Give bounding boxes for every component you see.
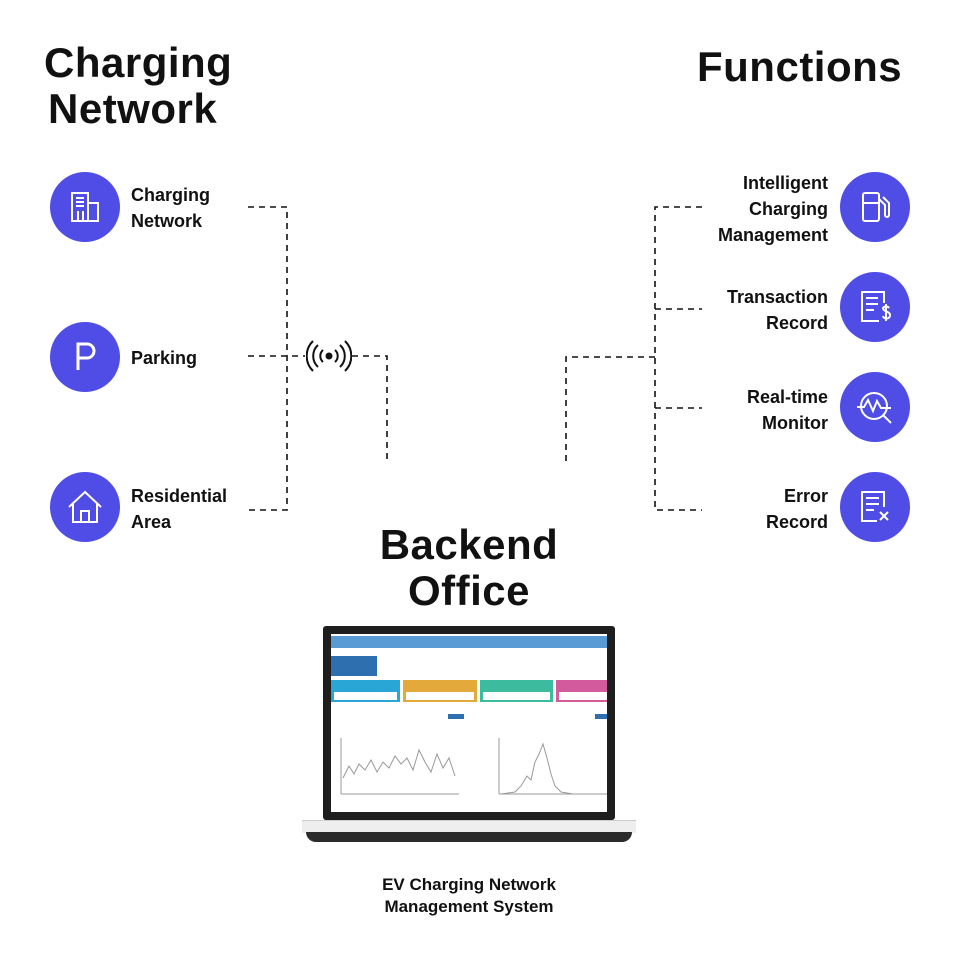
dashboard-tag — [448, 714, 464, 719]
invoice-dollar-icon — [840, 272, 910, 342]
dashboard-topbar — [331, 636, 607, 648]
dashboard-card-teal — [480, 680, 553, 702]
caption: EV Charging Network Management System — [382, 875, 556, 916]
dashboard-card-blue — [331, 680, 400, 702]
monitor-chart-icon — [840, 372, 910, 442]
right-item-label-intelligent-charging: Intelligent Charging Management — [717, 173, 828, 245]
dashboard-preview — [331, 634, 607, 812]
laptop-base-bottom — [306, 832, 632, 842]
left-item-label-charging-network: Charging Network — [131, 185, 210, 231]
building-icon — [50, 172, 120, 242]
dashboard-card-pink — [556, 680, 607, 702]
right-title: Functions — [697, 43, 903, 90]
right-item-label-transaction-record: Transaction Record — [726, 287, 828, 333]
center-title: Backend Office — [379, 521, 559, 614]
document-error-icon — [840, 472, 910, 542]
parking-icon — [50, 322, 120, 392]
dashboard-block — [331, 656, 377, 676]
left-item-label-parking: Parking — [131, 348, 198, 368]
left-item-label-residential-area: Residential Area — [131, 486, 228, 532]
wireless-signal-icon — [306, 340, 352, 372]
left-title: Charging Network — [44, 39, 233, 132]
right-item-label-real-time-monitor: Real-time Monitor — [746, 387, 828, 433]
right-item-label-error-record: Error Record — [765, 486, 828, 532]
house-icon — [50, 472, 120, 542]
dashboard-line-chart — [340, 738, 459, 795]
dashboard-card-yellow — [403, 680, 477, 702]
laptop-screen — [323, 626, 615, 820]
dashboard-tag — [595, 714, 607, 719]
dashboard-peak-chart — [498, 738, 607, 795]
laptop-base — [302, 820, 636, 833]
fuel-pump-icon — [840, 172, 910, 242]
